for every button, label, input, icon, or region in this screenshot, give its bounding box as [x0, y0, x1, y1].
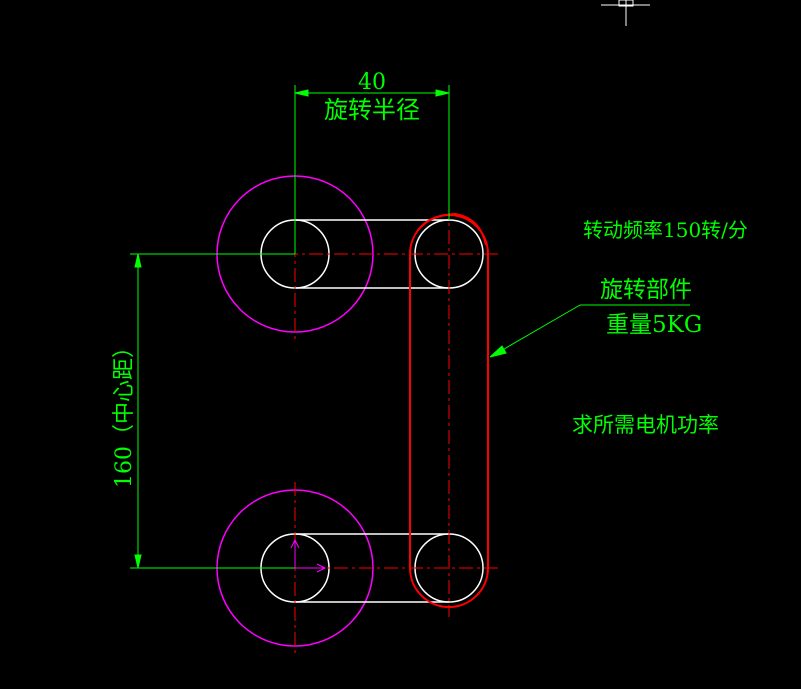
- part-label-line2: 重量5KG: [606, 312, 702, 338]
- dimension-top-value: 40: [358, 70, 386, 95]
- dimension-left-value: 160（中心距）: [112, 336, 137, 488]
- ucs-icon: [290, 538, 327, 573]
- part-leader: [489, 304, 690, 358]
- dimension-top: [294, 85, 450, 254]
- cursor-crosshair-icon: [601, 0, 650, 26]
- center-lines: [209, 168, 500, 655]
- part-label-line1: 旋转部件: [600, 277, 692, 303]
- dimension-top-label: 旋转半径: [324, 96, 420, 124]
- dimension-left: [130, 253, 295, 569]
- question-text: 求所需电机功率: [572, 413, 719, 437]
- rotation-frequency-text: 转动频率150转/分: [583, 218, 748, 242]
